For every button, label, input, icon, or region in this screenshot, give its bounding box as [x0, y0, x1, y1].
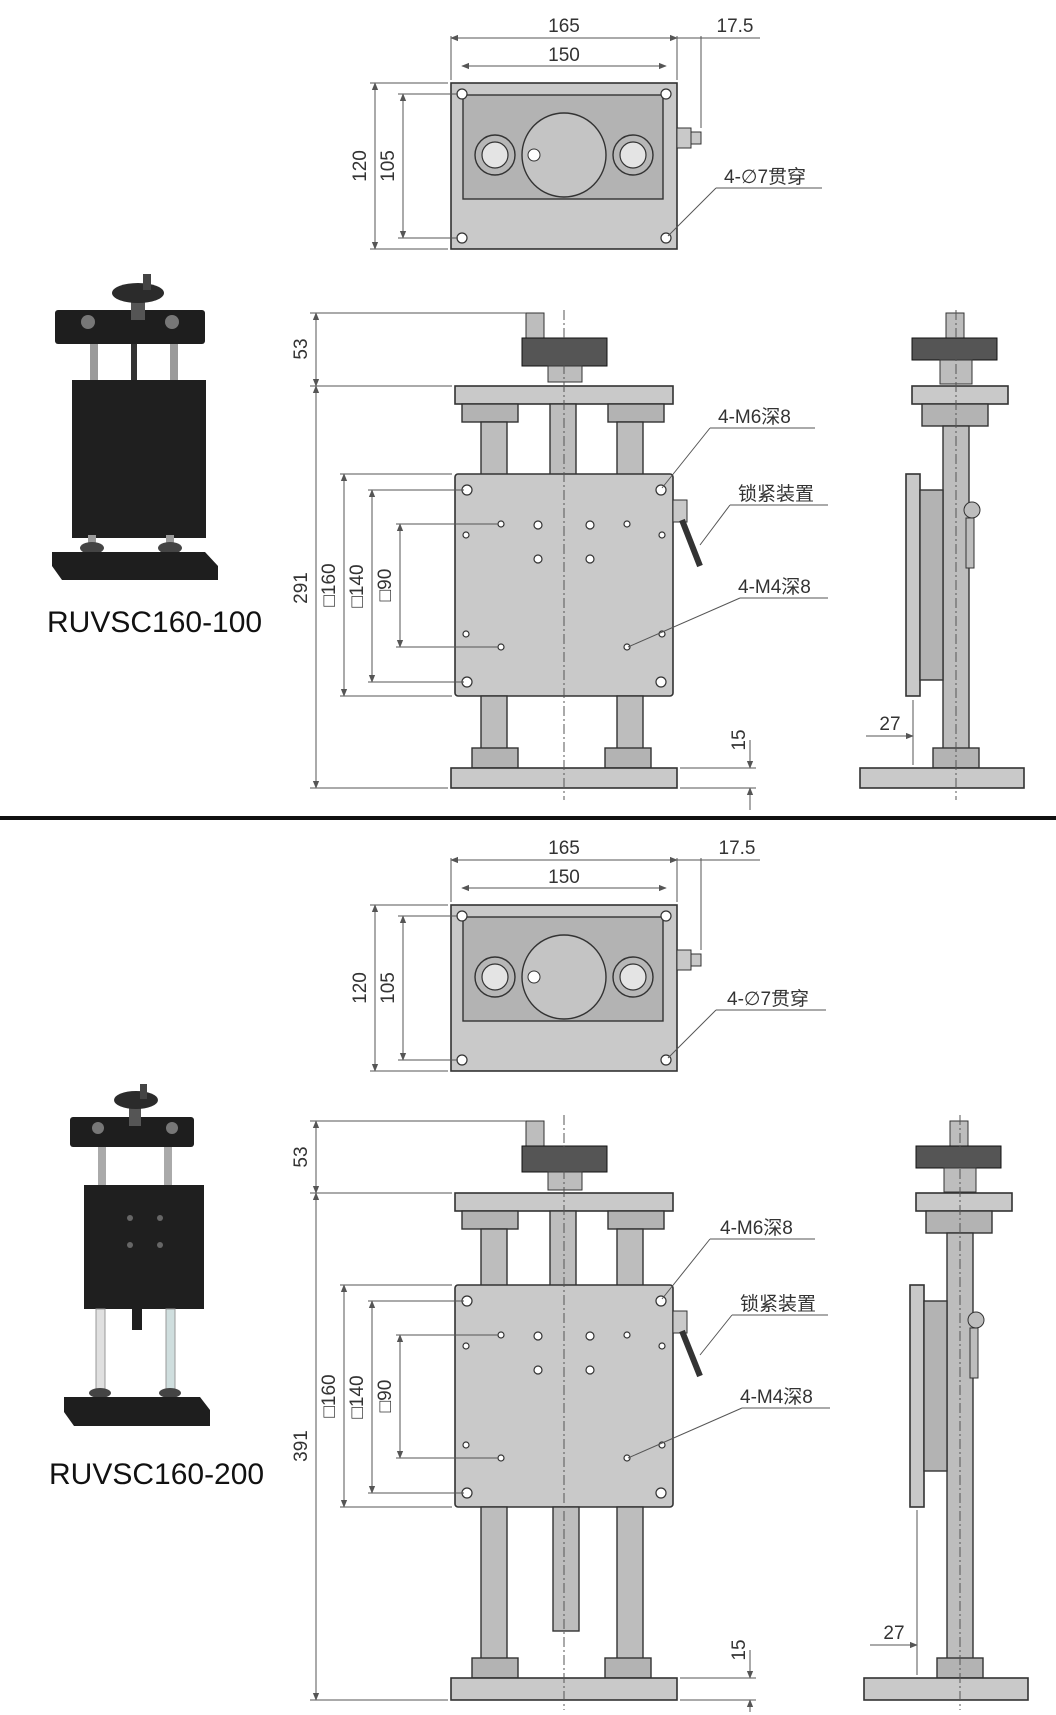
dim-height-inner-2: 105 — [378, 972, 399, 1004]
dim-square-160-1: □160 — [319, 563, 340, 606]
dim-top-height-2: 53 — [291, 1146, 312, 1167]
dim-width-outer-1: 165 — [548, 16, 580, 37]
dim-handle-offset-1: 17.5 — [717, 16, 754, 37]
dim-square-160-2: □160 — [319, 1374, 340, 1417]
dim-height-outer-2: 120 — [350, 972, 371, 1004]
front-view-1: 53 291 □160 □140 □90 15 4-M6深8 锁紧装置 — [291, 310, 828, 810]
dim-base-thickness-2: 15 — [729, 1639, 750, 1660]
dim-base-thickness-1: 15 — [729, 729, 750, 750]
dim-height-inner-1: 105 — [378, 150, 399, 182]
callout-through-holes-1: 4-∅7贯穿 — [724, 166, 806, 188]
dim-height-outer-1: 120 — [350, 150, 371, 182]
product-photo-2 — [64, 1084, 210, 1426]
dim-handle-offset-2: 17.5 — [719, 838, 756, 859]
side-view-1: 27 — [859, 310, 1025, 800]
dim-square-140-1: □140 — [347, 564, 368, 607]
dim-total-height-1: 291 — [291, 572, 312, 604]
dim-top-height-1: 53 — [291, 338, 312, 359]
variant-1: RUVSC160-100 165 150 17.5 — [47, 16, 1025, 810]
model-label-1: RUVSC160-100 — [47, 606, 262, 639]
callout-lock-2: 锁紧装置 — [740, 1293, 816, 1315]
dim-width-inner-1: 150 — [548, 45, 580, 66]
callout-m4-1: 4-M4深8 — [738, 576, 811, 598]
model-label-2: RUVSC160-200 — [49, 1458, 264, 1491]
dim-width-outer-2: 165 — [548, 838, 580, 859]
top-view-2: 165 150 17.5 120 105 4-∅7贯穿 — [350, 838, 826, 1072]
front-view-2: 53 391 □160 □140 □90 15 4-M6深8 锁紧装置 — [291, 1115, 830, 1712]
dim-square-140-2: □140 — [347, 1375, 368, 1418]
callout-m6-2: 4-M6深8 — [720, 1217, 793, 1239]
dim-total-height-2: 391 — [291, 1430, 312, 1462]
dim-side-offset-1: 27 — [879, 714, 900, 735]
side-view-2: 27 — [863, 1115, 1029, 1710]
callout-through-holes-2: 4-∅7贯穿 — [727, 988, 809, 1010]
dim-width-inner-2: 150 — [548, 867, 580, 888]
top-view-1: 165 150 17.5 120 105 4-∅7贯穿 — [350, 16, 822, 250]
callout-m4-2: 4-M4深8 — [740, 1386, 813, 1408]
callout-m6-1: 4-M6深8 — [718, 406, 791, 428]
product-photo-1 — [52, 274, 218, 580]
dim-square-90-2: □90 — [375, 1380, 396, 1413]
callout-lock-1: 锁紧装置 — [738, 483, 814, 505]
dim-square-90-1: □90 — [375, 569, 396, 602]
dim-side-offset-2: 27 — [883, 1623, 904, 1644]
variant-2: RUVSC160-200 165 150 17.5 — [49, 838, 1029, 1712]
